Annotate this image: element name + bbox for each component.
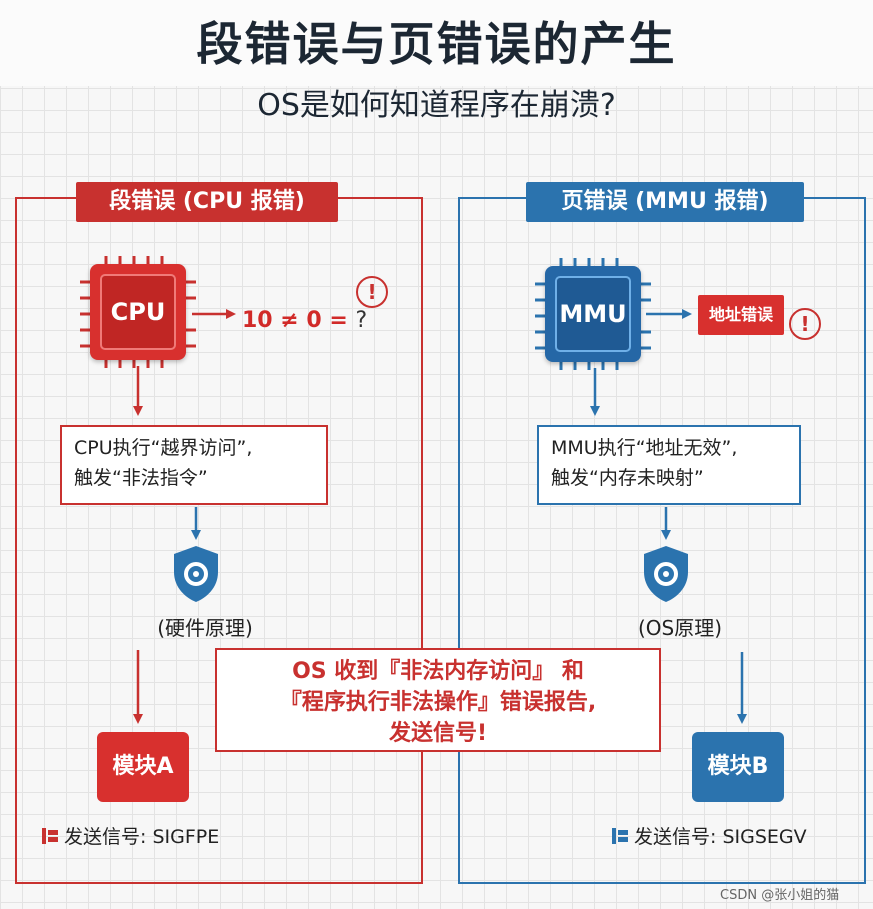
module-a: 模块A [97,732,189,802]
signal-sigsegv-text: 发送信号: SIGSEGV [634,826,807,848]
segfault-description-line1: CPU执行“越界访问”, [74,437,253,459]
os-report-box: OS 收到『非法内存访问』 和 『程序执行非法操作』错误报告, 发送信号! [215,648,661,752]
cpu-chip-label: CPU [100,274,176,350]
page-subtitle: OS是如何知道程序在崩溃? [257,88,616,123]
signal-flag-icon [612,828,628,844]
expression-text: 10 ≠ 0 = [242,308,356,333]
warning-icon-right: ! [789,308,821,340]
address-error-box: 地址错误 [698,295,784,335]
page-title: 段错误与页错误的产生 [196,17,677,71]
pagefault-panel-header: 页错误 (MMU 报错) [526,182,804,222]
os-principle-caption: (OS原理) [637,616,723,640]
segfault-panel-header: 段错误 (CPU 报错) [76,182,338,222]
mmu-chip-icon: MMU [545,266,641,362]
expression-question: ? [355,308,368,333]
watermark: CSDN @张小姐的猫 [720,888,840,903]
segfault-description-box: CPU执行“越界访问”, 触发“非法指令” [60,425,328,505]
signal-sigfpe: 发送信号: SIGFPE [42,822,219,849]
pagefault-description-box: MMU执行“地址无效”, 触发“内存未映射” [537,425,801,505]
module-b: 模块B [692,732,784,802]
signal-flag-icon [42,828,58,844]
pagefault-description-line2: 触发“内存未映射” [551,467,704,489]
pagefault-description-line1: MMU执行“地址无效”, [551,437,738,459]
report-line2: 『程序执行非法操作』错误报告, [279,690,597,715]
warning-icon-left: ! [356,276,388,308]
report-line3: 发送信号! [388,721,488,746]
shield-gear-icon-right [644,546,688,602]
division-expression: 10 ≠ 0 = ? [242,308,367,333]
shield-gear-icon-left [174,546,218,602]
segfault-description-line2: 触发“非法指令” [74,467,208,489]
signal-sigfpe-text: 发送信号: SIGFPE [64,826,220,848]
hardware-principle-caption: (硬件原理) [157,616,253,640]
report-line1: OS 收到『非法内存访问』 和 [292,659,584,684]
cpu-chip-icon: CPU [90,264,186,360]
signal-sigsegv: 发送信号: SIGSEGV [612,822,807,849]
mmu-chip-label: MMU [555,276,631,352]
title-background [0,0,873,86]
